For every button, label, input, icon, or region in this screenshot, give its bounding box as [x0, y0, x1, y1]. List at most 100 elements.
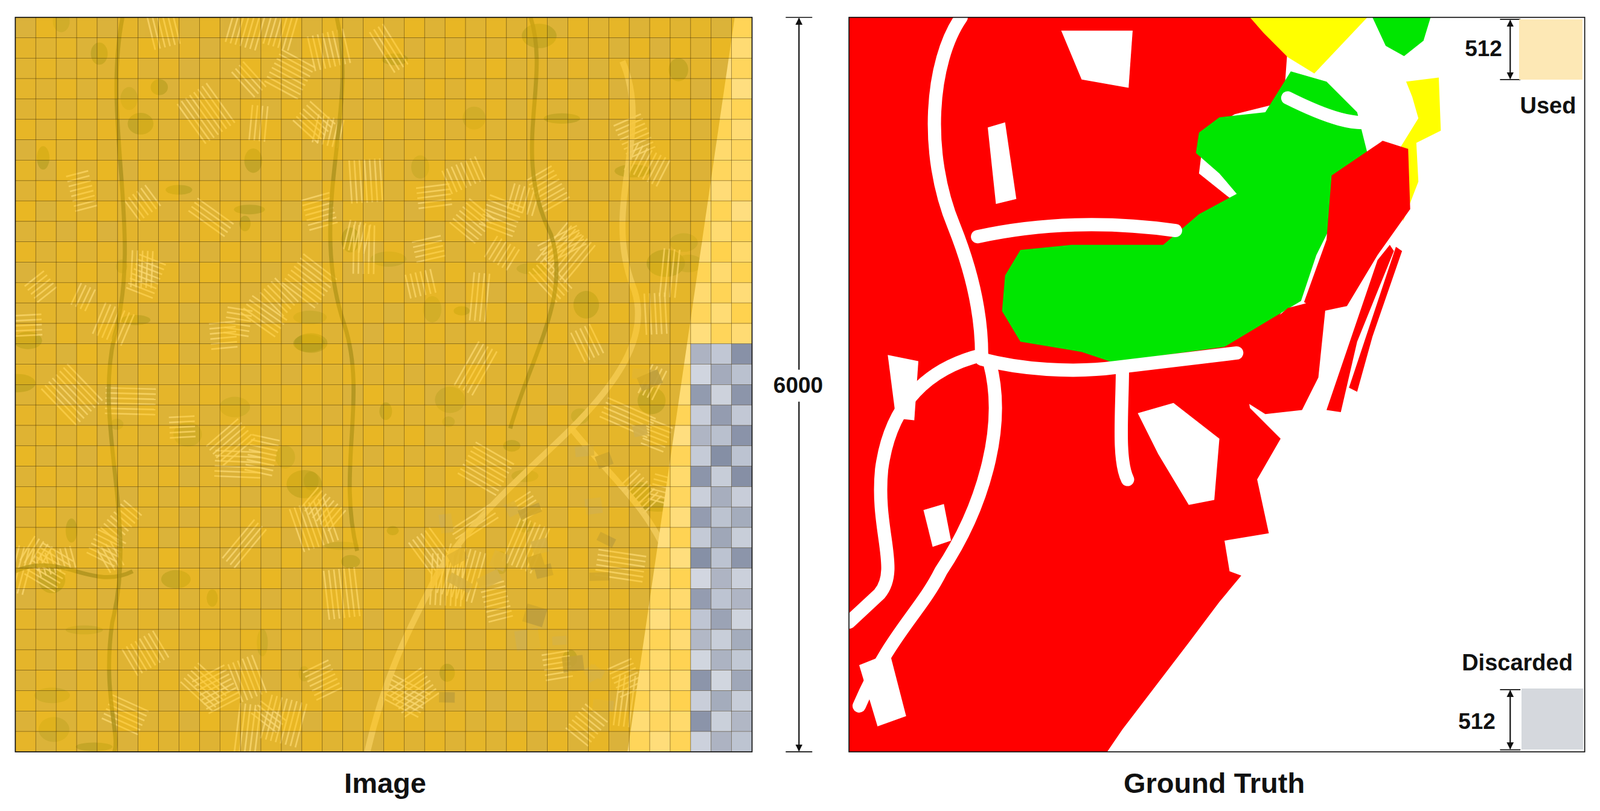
used-tile [363, 650, 384, 671]
used-tile [117, 364, 139, 386]
used-tile [260, 262, 282, 283]
used-tile [649, 507, 671, 528]
used-tile [260, 650, 282, 671]
used-tile [260, 691, 282, 712]
used-tile [179, 670, 200, 692]
used-tile [588, 609, 609, 630]
used-tile [199, 17, 220, 39]
used-tile [629, 303, 650, 324]
used-tile [608, 670, 630, 692]
field-stripes [192, 665, 241, 714]
used-tile [281, 180, 302, 202]
used-tile [403, 405, 425, 426]
used-tile [444, 262, 466, 283]
used-tile [138, 221, 159, 243]
used-tile [486, 527, 507, 549]
used-tile [506, 160, 528, 181]
used-tile [444, 140, 466, 161]
used-tile [568, 384, 589, 406]
used-tile [56, 262, 77, 283]
used-tile [97, 548, 118, 569]
used-tile [97, 17, 118, 39]
used-tile [301, 344, 323, 365]
discarded-tile [690, 527, 712, 549]
used-tile [465, 119, 487, 141]
used-tile [506, 466, 528, 488]
used-tile [342, 466, 364, 488]
used-tile [301, 548, 323, 569]
used-tile [260, 405, 282, 426]
discarded-tile [731, 588, 753, 610]
used-tile [608, 588, 630, 610]
used-tile [444, 303, 466, 324]
discarded-tile [731, 650, 753, 671]
used-tile [506, 303, 528, 324]
discarded-tile [690, 364, 712, 386]
used-tile [97, 691, 118, 712]
discarded-tile [731, 609, 753, 630]
discarded-tile [731, 384, 753, 406]
used-tile [670, 344, 691, 365]
used-tile [383, 446, 404, 467]
used-tile [240, 588, 261, 610]
used-tile [363, 140, 384, 161]
used-tile [629, 78, 650, 100]
discarded-tile [731, 364, 753, 386]
used-tile [219, 507, 241, 528]
used-tile [281, 38, 302, 59]
used-tile [506, 670, 528, 692]
used-tile [690, 323, 712, 345]
used-tile [608, 486, 630, 508]
used-tile [138, 17, 159, 39]
used-tile [670, 446, 691, 467]
used-tile [179, 691, 200, 712]
used-tile [506, 180, 528, 202]
used-tile [281, 670, 302, 692]
discarded-tile [690, 650, 712, 671]
discarded-tile [690, 548, 712, 569]
used-tile [444, 650, 466, 671]
used-tile [629, 486, 650, 508]
used-tile [15, 670, 36, 692]
used-tile [219, 527, 241, 549]
used-tile [568, 405, 589, 426]
used-tile [219, 609, 241, 630]
used-tile [97, 140, 118, 161]
used-tile [301, 670, 323, 692]
used-tile [363, 691, 384, 712]
used-tile [240, 344, 261, 365]
used-tile [363, 119, 384, 141]
used-tile [363, 486, 384, 508]
used-tile [15, 650, 36, 671]
used-tile [281, 425, 302, 447]
used-tile [690, 78, 712, 100]
used-tile [260, 160, 282, 181]
used-tile [97, 201, 118, 222]
used-tile [35, 364, 57, 386]
used-tile [465, 17, 487, 39]
used-tile [670, 303, 691, 324]
used-tile [711, 242, 732, 263]
used-tile [424, 364, 445, 386]
used-tile [97, 221, 118, 243]
used-tile [76, 201, 98, 222]
used-tile [301, 140, 323, 161]
used-tile [117, 466, 139, 488]
used-tile [179, 99, 200, 120]
used-tile [444, 588, 466, 610]
used-tile [281, 282, 302, 304]
used-tile [158, 384, 180, 406]
used-tile [138, 119, 159, 141]
used-tile [363, 323, 384, 345]
used-tile [138, 262, 159, 283]
used-tile [56, 323, 77, 345]
used-tile [383, 140, 404, 161]
used-tile [465, 344, 487, 365]
used-tile [301, 78, 323, 100]
used-tile [649, 486, 671, 508]
used-tile [76, 691, 98, 712]
used-tile [97, 650, 118, 671]
used-tile [670, 140, 691, 161]
used-tile [138, 57, 159, 79]
used-tile [179, 486, 200, 508]
